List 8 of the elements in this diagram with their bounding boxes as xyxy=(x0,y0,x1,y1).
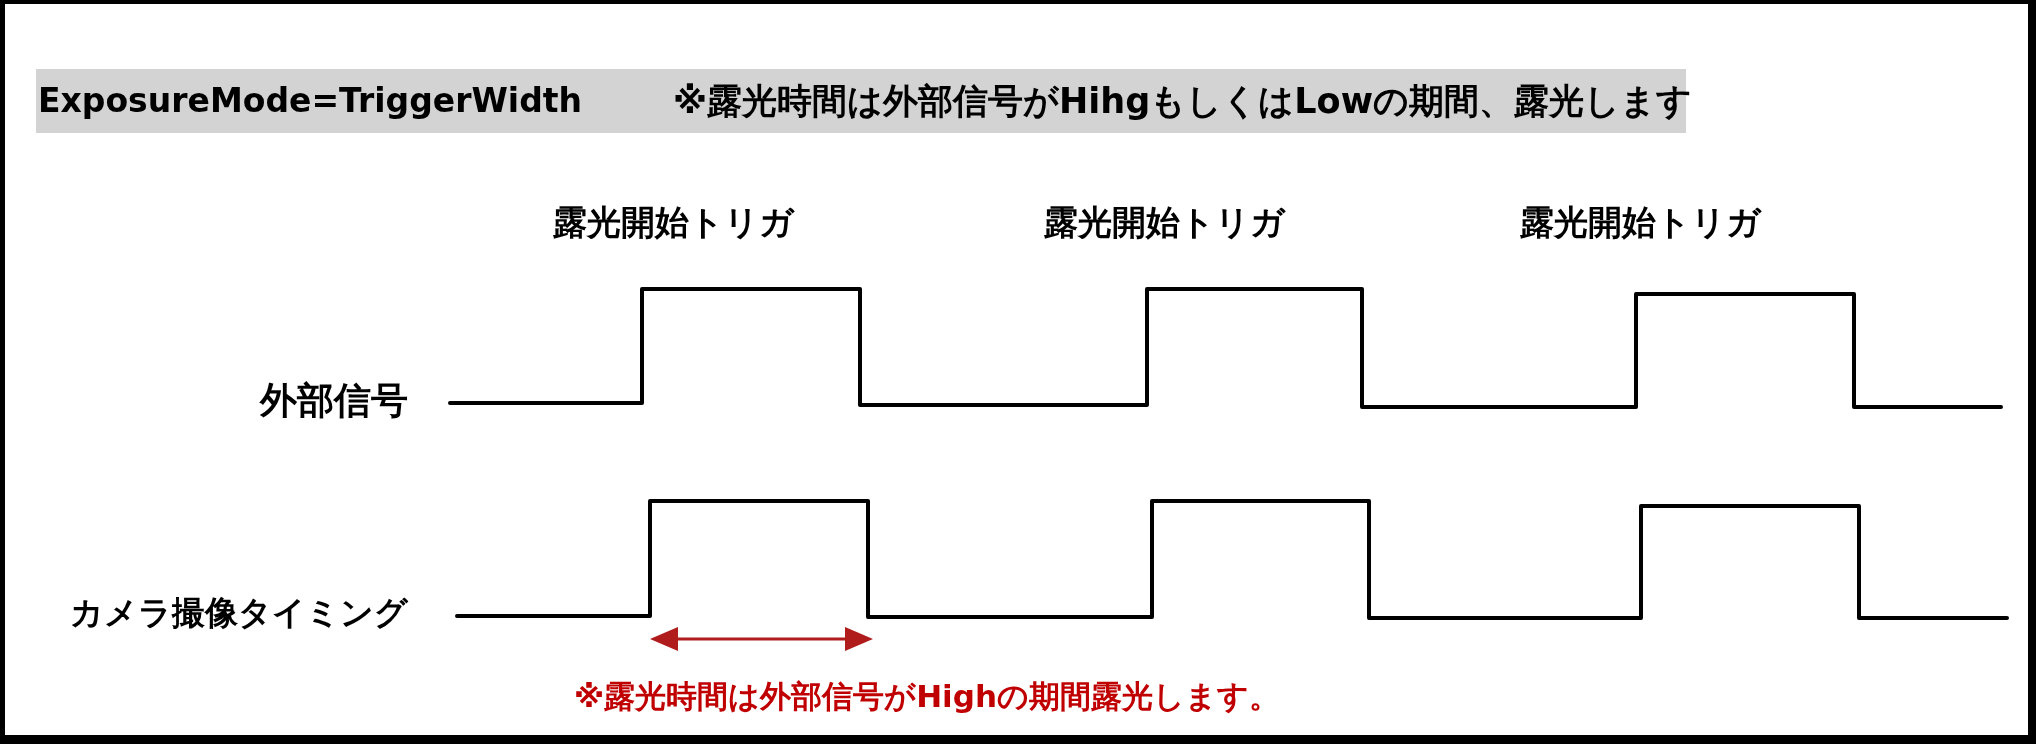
trigger-label: 露光開始トリガ xyxy=(1519,203,1761,243)
note-text: ※露光時間は外部信号がHihgもしくはLowの期間、露光します xyxy=(673,80,1692,122)
trigger-label: 露光開始トリガ xyxy=(552,203,794,243)
note-text: ※露光時間は外部信号がHighの期間露光します。 xyxy=(574,679,1280,715)
diagram-title: ExposureMode=TriggerWidth xyxy=(38,82,583,120)
signal-name: 外部信号 xyxy=(260,379,408,423)
signal-name: カメラ撮像タイミング xyxy=(70,594,408,632)
trigger-label: 露光開始トリガ xyxy=(1043,203,1285,243)
